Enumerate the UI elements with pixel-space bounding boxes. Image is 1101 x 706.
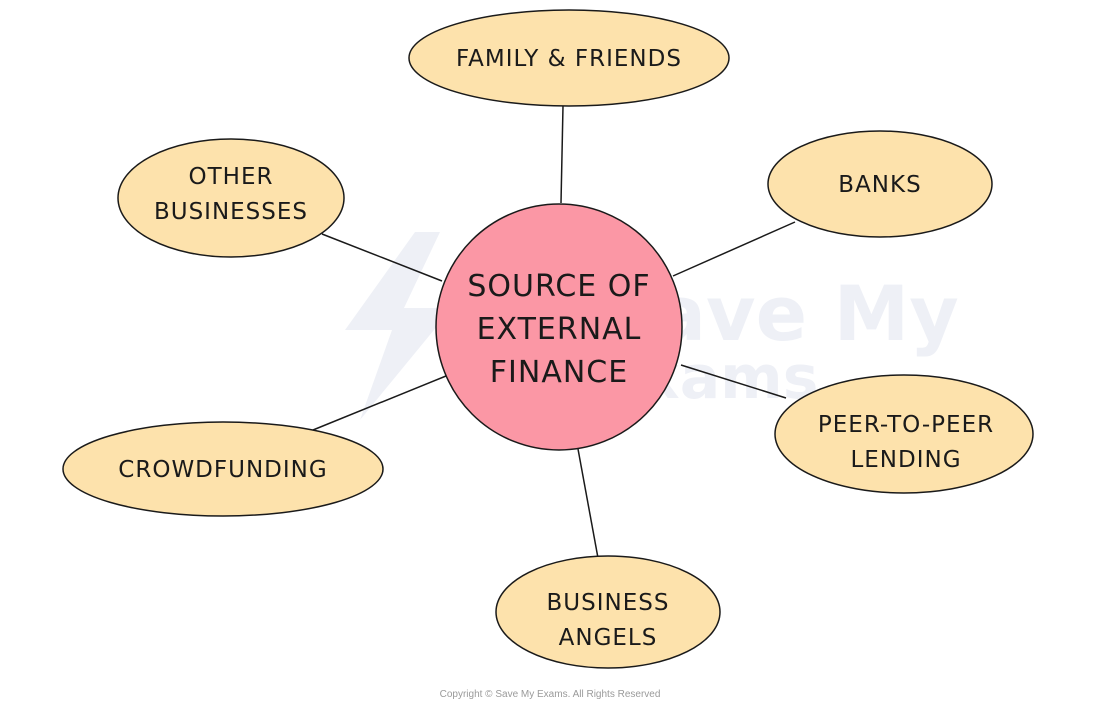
connector-business-angels	[577, 448, 599, 559]
source-family-friends-ellipse	[408, 9, 730, 107]
connector-family-friends	[560, 105, 564, 204]
source-banks: BANKS	[767, 130, 993, 238]
copyright-notice: Copyright © Save My Exams. All Rights Re…	[440, 689, 661, 700]
source-crowdfunding-label: CROWDFUNDING	[118, 457, 327, 483]
source-crowdfunding-ellipse	[62, 421, 384, 517]
center-label-line-1: SOURCE OF	[467, 269, 650, 304]
center-label-line-2: EXTERNAL	[477, 312, 642, 347]
source-business-angels: BUSINESS ANGELS	[495, 555, 721, 669]
connector-crowdfunding	[312, 375, 447, 431]
connector-peer-to-peer	[680, 364, 787, 399]
source-peer-to-peer-lending: PEER-TO-PEER LENDING	[774, 374, 1034, 494]
connector-other-businesses	[321, 233, 443, 282]
center-circle	[435, 203, 683, 451]
source-banks-label: BANKS	[838, 172, 921, 198]
source-other-businesses-label-line-1: OTHER	[189, 164, 274, 190]
source-other-businesses-label-line-2: BUSINESSES	[154, 199, 308, 225]
source-peer-to-peer-label-line-2: LENDING	[850, 447, 961, 473]
source-business-angels-label-line-2: ANGELS	[559, 625, 658, 651]
source-other-businesses-ellipse	[117, 138, 345, 258]
center-node: SOURCE OF EXTERNAL FINANCE	[435, 203, 683, 451]
center-label-line-3: FINANCE	[490, 355, 628, 390]
connectors	[312, 105, 796, 559]
source-peer-to-peer-ellipse	[774, 374, 1034, 494]
source-crowdfunding: CROWDFUNDING	[62, 421, 384, 517]
watermark-bolt-icon	[345, 232, 452, 420]
source-other-businesses: OTHER BUSINESSES	[117, 138, 345, 258]
source-business-angels-ellipse	[495, 555, 721, 669]
source-banks-ellipse	[767, 130, 993, 238]
connector-banks	[672, 221, 796, 277]
source-business-angels-label-line-1: BUSINESS	[547, 590, 670, 616]
source-family-friends-label: FAMILY & FRIENDS	[456, 46, 682, 72]
source-peer-to-peer-label-line-1: PEER-TO-PEER	[818, 412, 994, 438]
source-family-friends: FAMILY & FRIENDS	[408, 9, 730, 107]
